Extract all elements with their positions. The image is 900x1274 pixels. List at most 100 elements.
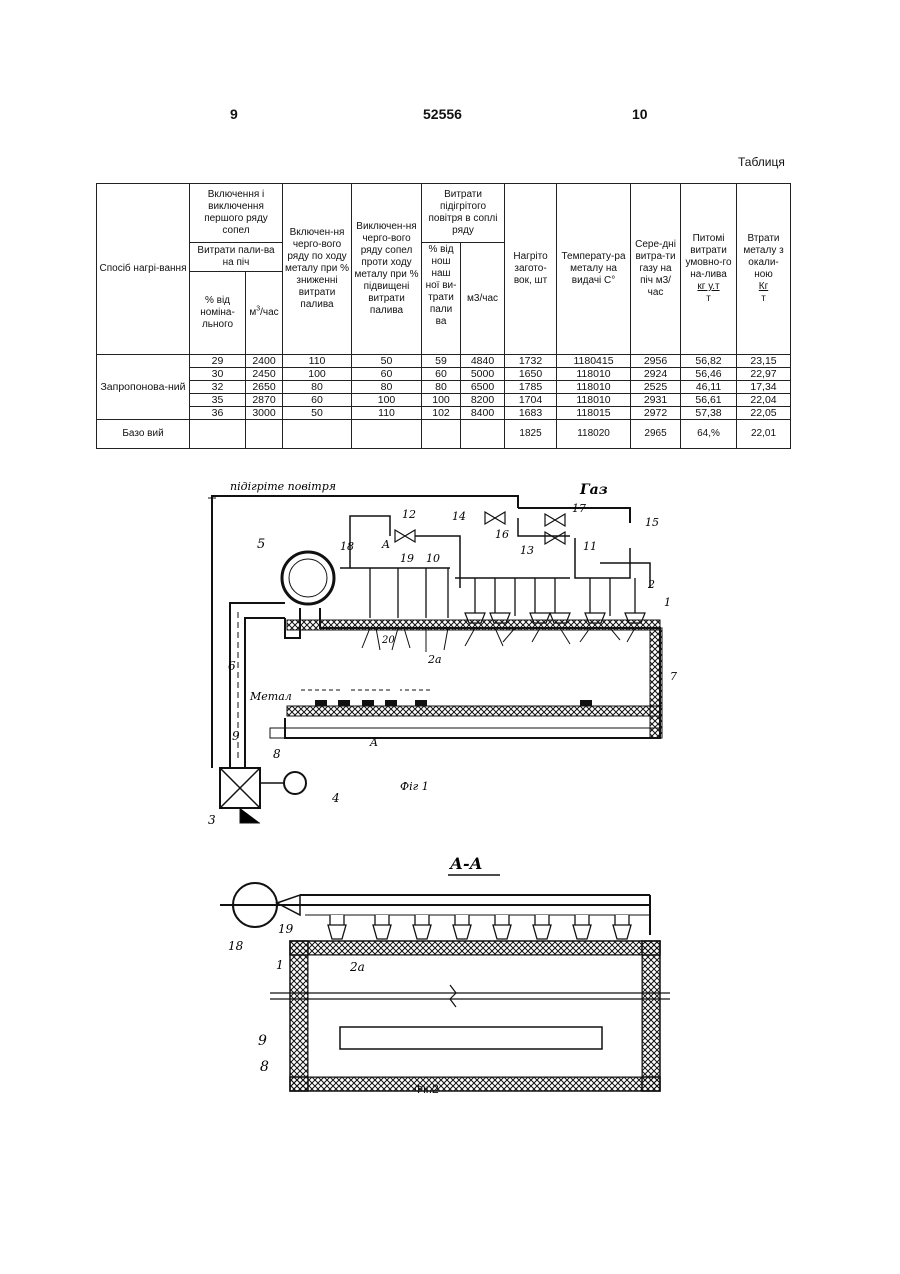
table-cell: 102 (422, 407, 461, 420)
label-gas: Газ (579, 482, 608, 498)
table-cell: 2400 (246, 355, 283, 368)
table-cell: 2450 (246, 368, 283, 381)
table-cell: 1704 (505, 394, 557, 407)
table-cell: 110 (283, 355, 352, 368)
fig1-num: 19 (400, 552, 414, 565)
fig1-num: 7 (670, 670, 677, 683)
table-cell: 2650 (246, 381, 283, 394)
fig1-num: 17 (572, 502, 586, 515)
table-cell: 100 (283, 368, 352, 381)
table-cell: 80 (283, 381, 352, 394)
header-air-m3: м3/час (461, 243, 505, 355)
fig1-num: 10 (426, 552, 440, 565)
page-number-right: 10 (632, 106, 648, 122)
table-cell: 118015 (557, 407, 631, 420)
label-metal: Метал (249, 690, 292, 703)
table-cell: 80 (422, 381, 461, 394)
table-cell: 50 (283, 407, 352, 420)
table-cell: 118010 (557, 368, 631, 381)
header-loss: Втрати металу з окали-ною Кг т (737, 184, 791, 355)
header-air-group: Витрати підігрітого повітря в соплі ряду (422, 184, 505, 243)
table-cell: 1180415 (557, 355, 631, 368)
table-cell: 32 (190, 381, 246, 394)
header-method: Спосіб нагрі-вання (97, 184, 190, 355)
table-cell: 118010 (557, 381, 631, 394)
table-cell: 17,34 (737, 381, 791, 394)
table-cell: 29 (190, 355, 246, 368)
section-mark-top: A (381, 538, 390, 551)
header-gas: Сере-дні витра-ти газу на піч м3/час (631, 184, 681, 355)
fig1-num: 9 (232, 729, 240, 743)
table-cell: 6500 (461, 381, 505, 394)
table-cell: 46,11 (681, 381, 737, 394)
fig1-num: 14 (452, 510, 466, 523)
table-cell: 56,61 (681, 394, 737, 407)
fig2-num: 1 (276, 958, 284, 972)
table-cell: 2525 (631, 381, 681, 394)
table-cell: 60 (352, 368, 422, 381)
table-cell: 2931 (631, 394, 681, 407)
table-cell: 1683 (505, 407, 557, 420)
header-on-down: Включен-ня черго-вого ряду по ходу метал… (283, 184, 352, 355)
table-cell: 5000 (461, 368, 505, 381)
table-cell: 22,04 (737, 394, 791, 407)
table-cell: 118020 (557, 420, 631, 449)
fig1-num: 4 (331, 791, 340, 805)
table-cell: 60 (422, 368, 461, 381)
fig1-num: 8 (273, 747, 281, 761)
fig1-num: 13 (520, 544, 534, 557)
header-off-up: Виключен-ня черго-вого ряду сопел проти … (352, 184, 422, 355)
header-temp: Температу-ра металу на видачі С° (557, 184, 631, 355)
header-switch-group: Включення і виключення першого ряду сопе… (190, 184, 283, 243)
page-number-left: 9 (230, 106, 238, 122)
table-row: 302450100606050001650118010292456,4622,9… (97, 368, 791, 381)
table-cell: 2965 (631, 420, 681, 449)
fig1-num: 15 (645, 516, 659, 529)
table-cell: 2870 (246, 394, 283, 407)
table-cell: 60 (283, 394, 352, 407)
fig1-num: 20 (381, 635, 395, 646)
header-fuel-m3: м3/час (246, 272, 283, 355)
table-cell: 22,01 (737, 420, 791, 449)
fig1-num: 18 (340, 540, 354, 553)
table-cell: 1732 (505, 355, 557, 368)
table-cell: 59 (422, 355, 461, 368)
figure-1-drawing: підігріте повітря Газ Метал A A 5 18 12 … (190, 478, 690, 828)
fig1-num: 16 (495, 528, 509, 541)
table-cell: 1785 (505, 381, 557, 394)
table-row: 3630005011010284001683118015297257,3822,… (97, 407, 791, 420)
table-title: Таблиця (738, 155, 785, 169)
table-cell: 4840 (461, 355, 505, 368)
table-cell: 56,46 (681, 368, 737, 381)
fig2-caption: Фіг.2 (414, 1082, 439, 1096)
section-mark-bottom: A (369, 736, 378, 749)
table-cell: 110 (352, 407, 422, 420)
table-cell: 23,15 (737, 355, 791, 368)
fig1-num: 3 (208, 813, 216, 827)
fig2-num: 2a (349, 960, 365, 974)
table-cell: 64,% (681, 420, 737, 449)
table-cell: 2972 (631, 407, 681, 420)
fig2-num: 18 (228, 939, 244, 953)
header-air-pct: % від нош наш ної ви-трати пали ва (422, 243, 461, 355)
fig1-num: 2 (647, 578, 655, 591)
table-cell: 100 (352, 394, 422, 407)
table-cell: 8400 (461, 407, 505, 420)
base-label: Базо вий (97, 420, 190, 449)
fig1-num: 12 (402, 508, 416, 521)
fig2-num: 8 (260, 1059, 269, 1075)
table-cell: 3000 (246, 407, 283, 420)
table-cell: 35 (190, 394, 246, 407)
table-cell: 30 (190, 368, 246, 381)
fig1-num: 11 (583, 540, 597, 553)
proposed-label: Запропонова-ний (97, 355, 190, 420)
table-row: 32265080808065001785118010252546,1117,34 (97, 381, 791, 394)
table-cell: 118010 (557, 394, 631, 407)
fig1-num: 6 (228, 659, 236, 673)
header-specific: Питомі витрати умовно-го на-лива кг у.т … (681, 184, 737, 355)
patent-number: 52556 (423, 106, 462, 122)
table-cell: 50 (352, 355, 422, 368)
table-cell: 2956 (631, 355, 681, 368)
fig2-title: А-А (449, 855, 483, 873)
table-row: Запропонова-ний2924001105059484017321180… (97, 355, 791, 368)
